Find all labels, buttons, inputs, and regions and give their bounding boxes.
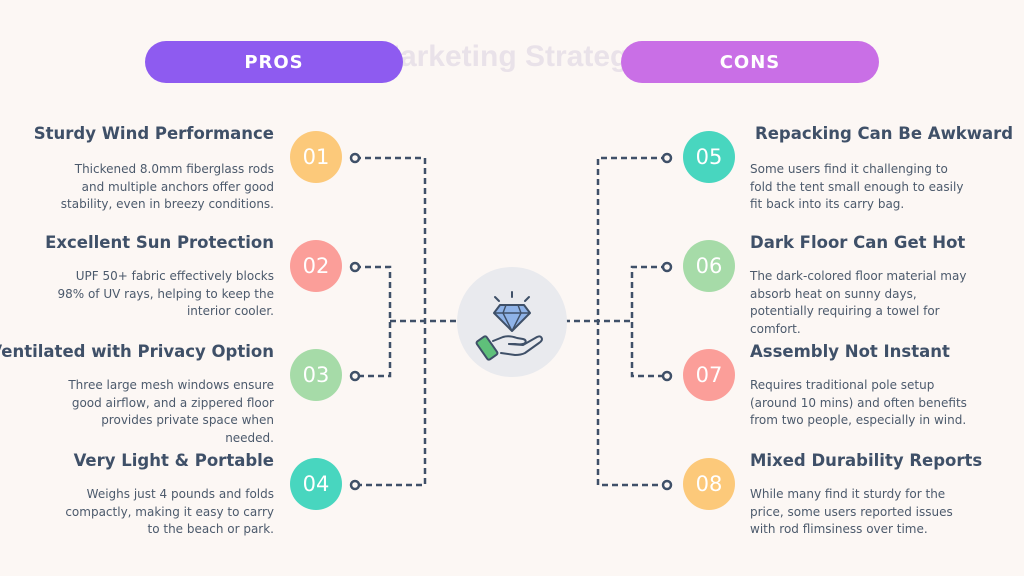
pros-item-1-title: Sturdy Wind Performance (33, 124, 274, 143)
cons-item-5-title: Repacking Can Be Awkward (755, 124, 1014, 143)
cons-header-pill: CONS (621, 41, 879, 83)
connector-dot-06 (661, 261, 673, 273)
pros-item-1-number: 01 (290, 131, 342, 183)
connector-dot-08 (661, 479, 673, 491)
cons-item-6-number: 06 (683, 240, 735, 292)
pros-item-2-number: 02 (290, 240, 342, 292)
central-hub (457, 267, 567, 377)
cons-item-8-number: 08 (683, 458, 735, 510)
cons-item-7-title: Assembly Not Instant (750, 342, 950, 361)
pros-item-1-desc: Thickened 8.0mm fiberglass rods and mult… (60, 162, 274, 211)
connector-dot-07 (661, 370, 673, 382)
connector-dot-02 (349, 261, 361, 273)
pros-item-3-number: 03 (290, 349, 342, 401)
pros-item-4-title: Very Light & Portable (73, 451, 274, 470)
background-watermark-title: Marketing Strategy (374, 40, 646, 73)
connector-dot-01 (349, 152, 361, 164)
pros-item-3-title: Ventilated with Privacy Option (0, 342, 274, 361)
pros-header-pill: PROS (145, 41, 403, 83)
pros-item-4-number: 04 (290, 458, 342, 510)
cons-item-7-number: 07 (683, 349, 735, 401)
pros-item-3-desc: Three large mesh windows ensure good air… (68, 378, 274, 445)
cons-item-8-title: Mixed Durability Reports (750, 451, 983, 470)
connector-dot-05 (661, 152, 673, 164)
pros-item-2-desc: UPF 50+ fabric effectively blocks 98% of… (57, 269, 274, 318)
pros-item-2-title: Excellent Sun Protection (45, 233, 274, 252)
connector-dot-04 (349, 479, 361, 491)
connector-right-inner (630, 265, 667, 378)
diamond-hand-icon (475, 291, 543, 361)
pros-item-4-desc: Weighs just 4 pounds and folds compactly… (65, 487, 274, 536)
cons-item-5-desc: Some users find it challenging to fold t… (750, 162, 964, 211)
connector-left-inner (355, 265, 392, 378)
cons-item-6-desc: The dark-colored floor material may abso… (750, 269, 967, 336)
connector-dot-03 (349, 370, 361, 382)
cons-item-7-desc: Requires traditional pole setup (around … (750, 378, 967, 427)
cons-item-8-desc: While many find it sturdy for the price,… (750, 487, 953, 536)
cons-item-5-number: 05 (683, 131, 735, 183)
cons-item-6-title: Dark Floor Can Get Hot (750, 233, 966, 252)
